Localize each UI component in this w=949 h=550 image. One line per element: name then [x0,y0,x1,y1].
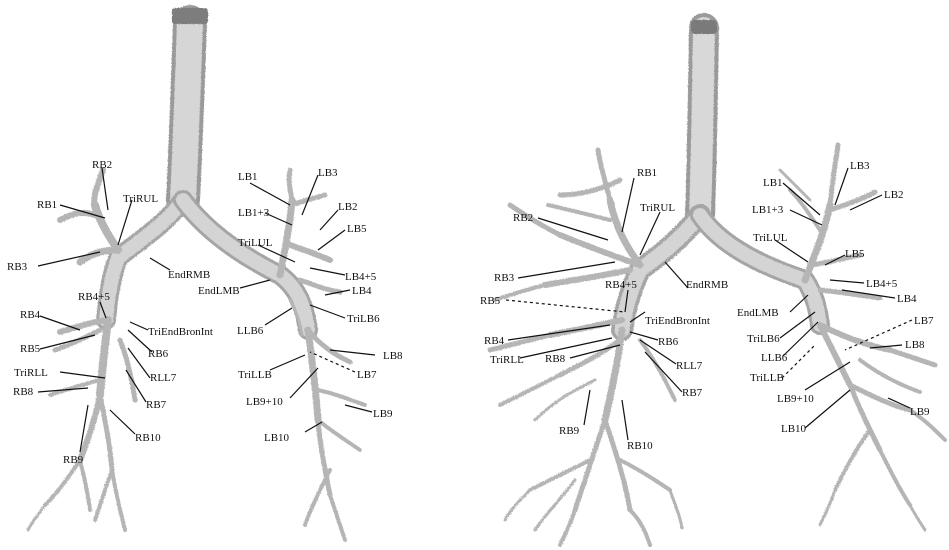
right-label-LB1p3: LB1+3 [752,204,784,216]
right-label-LB9p10: LB9+10 [777,393,814,405]
right-label-RB5: RB5 [480,295,501,307]
right-label-TriLUL: TriLUL [753,232,788,244]
right-trachea-top [691,20,717,34]
right-label-LB4p5: LB4+5 [866,278,898,290]
left-label-TriRLL: TriRLL [14,367,48,379]
left-label-TriLUL: TriLUL [238,237,273,249]
left-label-LLB6: LLB6 [237,325,264,337]
left-label-RB1: RB1 [37,199,57,211]
right-label-TriRUL: TriRUL [640,202,675,214]
left-label-EndRMB: EndRMB [168,269,210,281]
right-label-TriLLB: TriLLB [750,372,784,384]
left-label-RB5: RB5 [20,343,41,355]
left-label-RB4p5: RB4+5 [78,291,110,303]
left-label-RB6: RB6 [148,348,169,360]
right-label-EndRMB: EndRMB [686,279,728,291]
left-label-RB4: RB4 [20,309,41,321]
right-label-EndLMB: EndLMB [737,307,779,319]
right-label-TriLB6: TriLB6 [747,333,780,345]
left-label-RB2: RB2 [92,159,112,171]
right-label-LB1: LB1 [763,177,783,189]
right-label-TriRLL: TriRLL [490,354,524,366]
left-label-LB1p3: LB1+3 [238,207,270,219]
right-label-RB1: RB1 [637,167,657,179]
left-label-LB4p5: LB4+5 [345,271,377,283]
right-label-TriEndBronInt: TriEndBronInt [645,315,710,327]
left-label-LB8: LB8 [383,350,403,362]
left-label-LB4: LB4 [352,285,372,297]
right-label-LB2: LB2 [884,189,904,201]
right-left-lung-branches [780,145,945,530]
right-label-RB2: RB2 [513,212,533,224]
left-label-RB7: RB7 [146,399,167,411]
left-label-RLL7: RLL7 [150,372,177,384]
right-label-LLB6: LLB6 [761,352,788,364]
right-label-LB10: LB10 [781,423,807,435]
right-label-RB4p5: RB4+5 [605,279,637,291]
right-label-LB7: LB7 [914,315,934,327]
right-label-LB5: LB5 [845,248,865,260]
left-label-TriLLB: TriLLB [238,369,272,381]
right-label-RB9: RB9 [559,425,580,437]
left-label-TriEndBronInt: TriEndBronInt [148,326,213,338]
left-label-LB10: LB10 [264,432,290,444]
left-label-LB3: LB3 [318,167,338,179]
right-label-LB3: LB3 [850,160,870,172]
right-label-RB6: RB6 [658,336,679,348]
left-label-RB3: RB3 [7,261,28,273]
right-label-RB10: RB10 [627,440,653,452]
left-label-LB9: LB9 [373,408,393,420]
left-label-TriRUL: TriRUL [123,193,158,205]
right-label-RB3: RB3 [494,272,515,284]
right-label-LB9: LB9 [910,406,930,418]
left-label-RB9: RB9 [63,454,84,466]
left-labels: RB1 RB2 TriRUL RB3 EndRMB RB4+5 RB4 RB5 … [7,159,403,466]
right-label-LB8: LB8 [905,339,925,351]
left-label-TriLB6: TriLB6 [347,313,380,325]
left-label-LB7: LB7 [357,369,377,381]
left-label-LB9p10: LB9+10 [246,396,283,408]
right-label-RLL7: RLL7 [676,360,703,372]
left-right-lung-branches [28,170,135,530]
left-label-RB10: RB10 [135,432,161,444]
right-label-RB8: RB8 [545,353,566,365]
left-label-LB1: LB1 [238,171,258,183]
left-label-LB2: LB2 [338,201,358,213]
right-label-RB7: RB7 [682,387,703,399]
right-label-RB4: RB4 [484,335,505,347]
left-trachea-top [172,8,208,24]
left-label-RB8: RB8 [13,386,34,398]
left-label-EndLMB: EndLMB [198,285,240,297]
left-label-LB5: LB5 [347,223,367,235]
right-label-LB4: LB4 [897,293,917,305]
